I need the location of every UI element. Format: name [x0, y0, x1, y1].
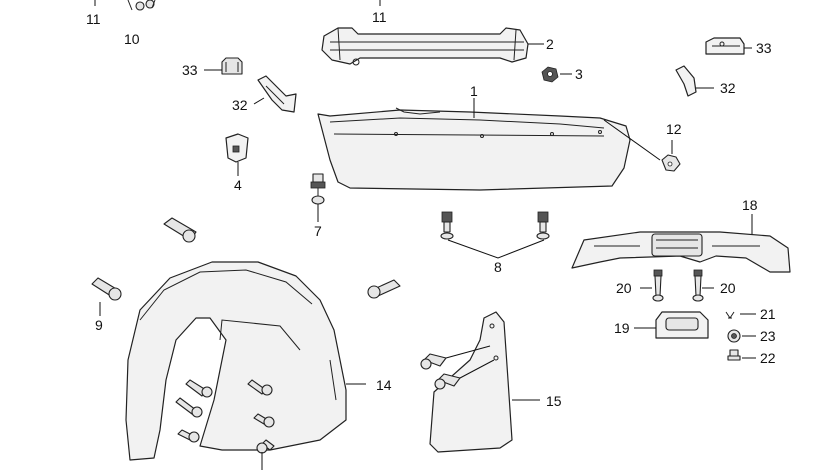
callout-14: 14: [376, 377, 392, 393]
part-reinforcement-bar: [321, 27, 529, 66]
part-nut-3: [541, 66, 559, 83]
callout-20-right: 20: [720, 280, 736, 296]
callout-1: 1: [470, 83, 478, 99]
part-screws-arch: [91, 217, 401, 301]
part-mud-flap: [420, 311, 513, 453]
part-small-hardware: [725, 311, 741, 361]
callout-15: 15: [546, 393, 562, 409]
part-clips-10: [127, 0, 156, 11]
part-diffuser: [571, 231, 791, 273]
callout-2: 2: [546, 36, 554, 52]
callout-19: 19: [614, 320, 630, 336]
part-screws-20: [652, 269, 704, 302]
callout-21: 21: [760, 306, 776, 322]
callout-20-left: 20: [616, 280, 632, 296]
part-bolts-8: [440, 211, 550, 240]
part-bracket-32-right: [675, 65, 697, 97]
callout-32-right: 32: [720, 80, 736, 96]
part-clip-33-right: [705, 37, 745, 55]
callout-labels: 11 10 11 2 3 1 12 33 32 4 7 8 9 14 15 18…: [86, 9, 776, 409]
callout-11-left: 11: [86, 11, 101, 27]
callout-22: 22: [760, 350, 776, 366]
callout-23: 23: [760, 328, 776, 344]
callout-33-right: 33: [756, 40, 772, 56]
part-bumper-cover: [317, 107, 631, 191]
part-wheel-arch-liner: [125, 261, 347, 461]
part-bolt-7: [310, 173, 326, 205]
part-clip-4: [225, 133, 249, 163]
callout-32-left: 32: [232, 97, 248, 113]
callout-9: 9: [95, 317, 103, 333]
part-bracket-32-left: [257, 75, 297, 113]
part-clip-33-left: [221, 57, 243, 75]
callout-18: 18: [742, 197, 758, 213]
callout-33-left: 33: [182, 62, 198, 78]
callout-10: 10: [124, 31, 140, 47]
part-trim-19: [655, 311, 709, 339]
callout-8: 8: [494, 259, 502, 275]
part-clip-12: [661, 154, 681, 172]
callout-7: 7: [314, 223, 322, 239]
part-screws-liner: [175, 379, 275, 454]
callout-12: 12: [666, 121, 682, 137]
callout-4: 4: [234, 177, 242, 193]
leader-lines: [94, 0, 756, 470]
callout-11-center: 11: [372, 9, 387, 25]
callout-3: 3: [575, 66, 583, 82]
